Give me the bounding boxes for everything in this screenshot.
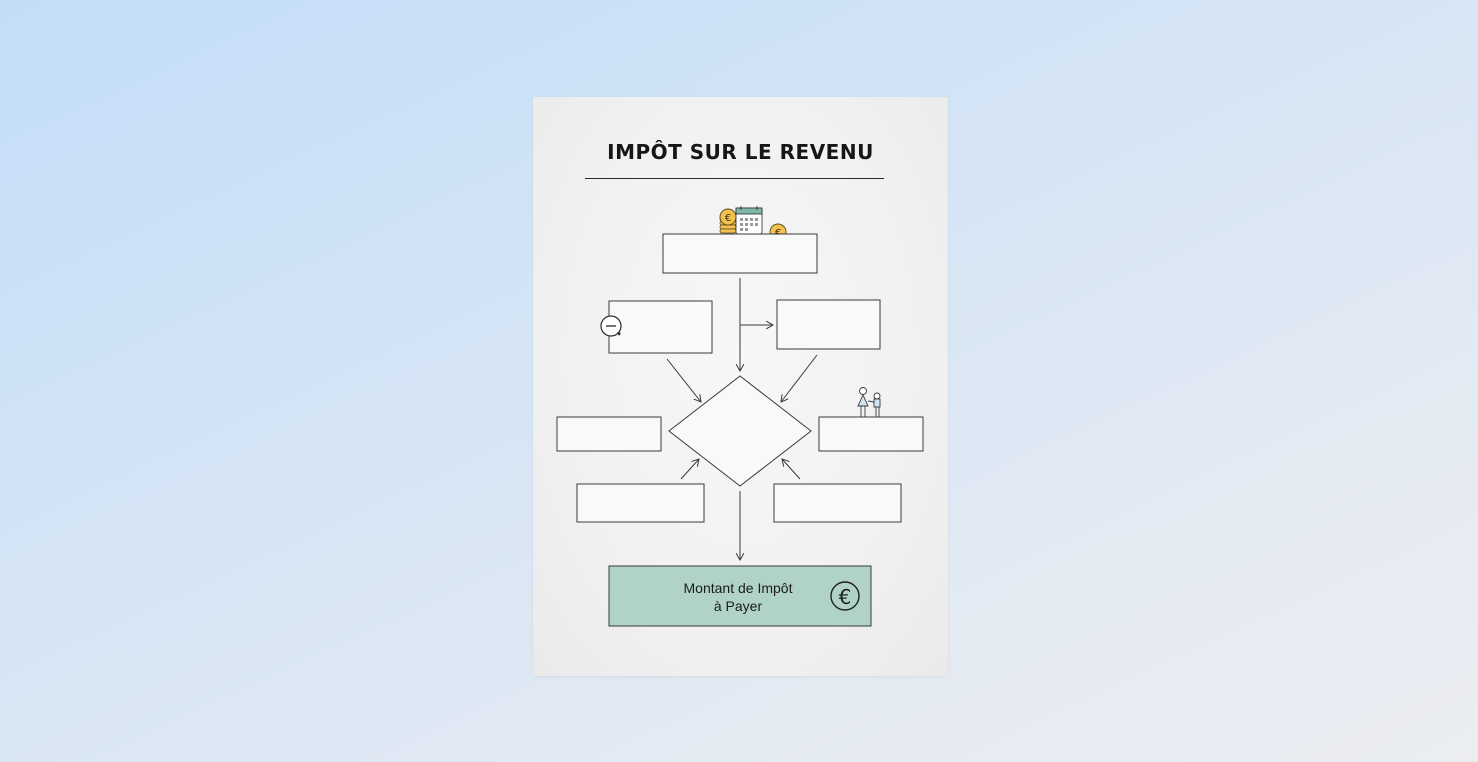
- title-underline: [585, 178, 884, 179]
- flow-diagram: € €: [556, 206, 924, 627]
- box-top: [662, 233, 818, 274]
- result-box: [608, 565, 872, 627]
- flow-arrows: [666, 278, 818, 560]
- decision-diamond: [668, 375, 812, 487]
- box-left-lower: [576, 483, 705, 523]
- arrow-left-lower-to-diamond: [680, 459, 699, 480]
- result-label-line1: Montant de Impôt: [683, 580, 793, 596]
- arrow-right-upper-to-diamond: [781, 354, 818, 402]
- box-right-lower: [773, 483, 902, 523]
- arrow-right-lower-to-diamond: [782, 459, 801, 480]
- svg-text:€: €: [839, 585, 852, 609]
- result-label: Montant de Impôt à Payer: [653, 579, 823, 615]
- box-left-upper: [608, 300, 713, 354]
- box-left-middle: [556, 416, 662, 452]
- box-right-upper: [776, 299, 881, 350]
- minus-circle-icon: [600, 315, 622, 337]
- svg-text:€: €: [725, 213, 731, 224]
- page-title: IMPÔT SUR LE REVENU: [607, 140, 874, 164]
- result-label-line2: à Payer: [713, 598, 763, 614]
- box-right-middle: [818, 416, 924, 452]
- arrow-left-upper-to-diamond: [666, 358, 701, 402]
- infographic-sheet: IMPÔT SUR LE REVENU € €: [533, 97, 948, 676]
- euro-circle-icon: €: [830, 581, 860, 611]
- family-icon: [857, 387, 881, 417]
